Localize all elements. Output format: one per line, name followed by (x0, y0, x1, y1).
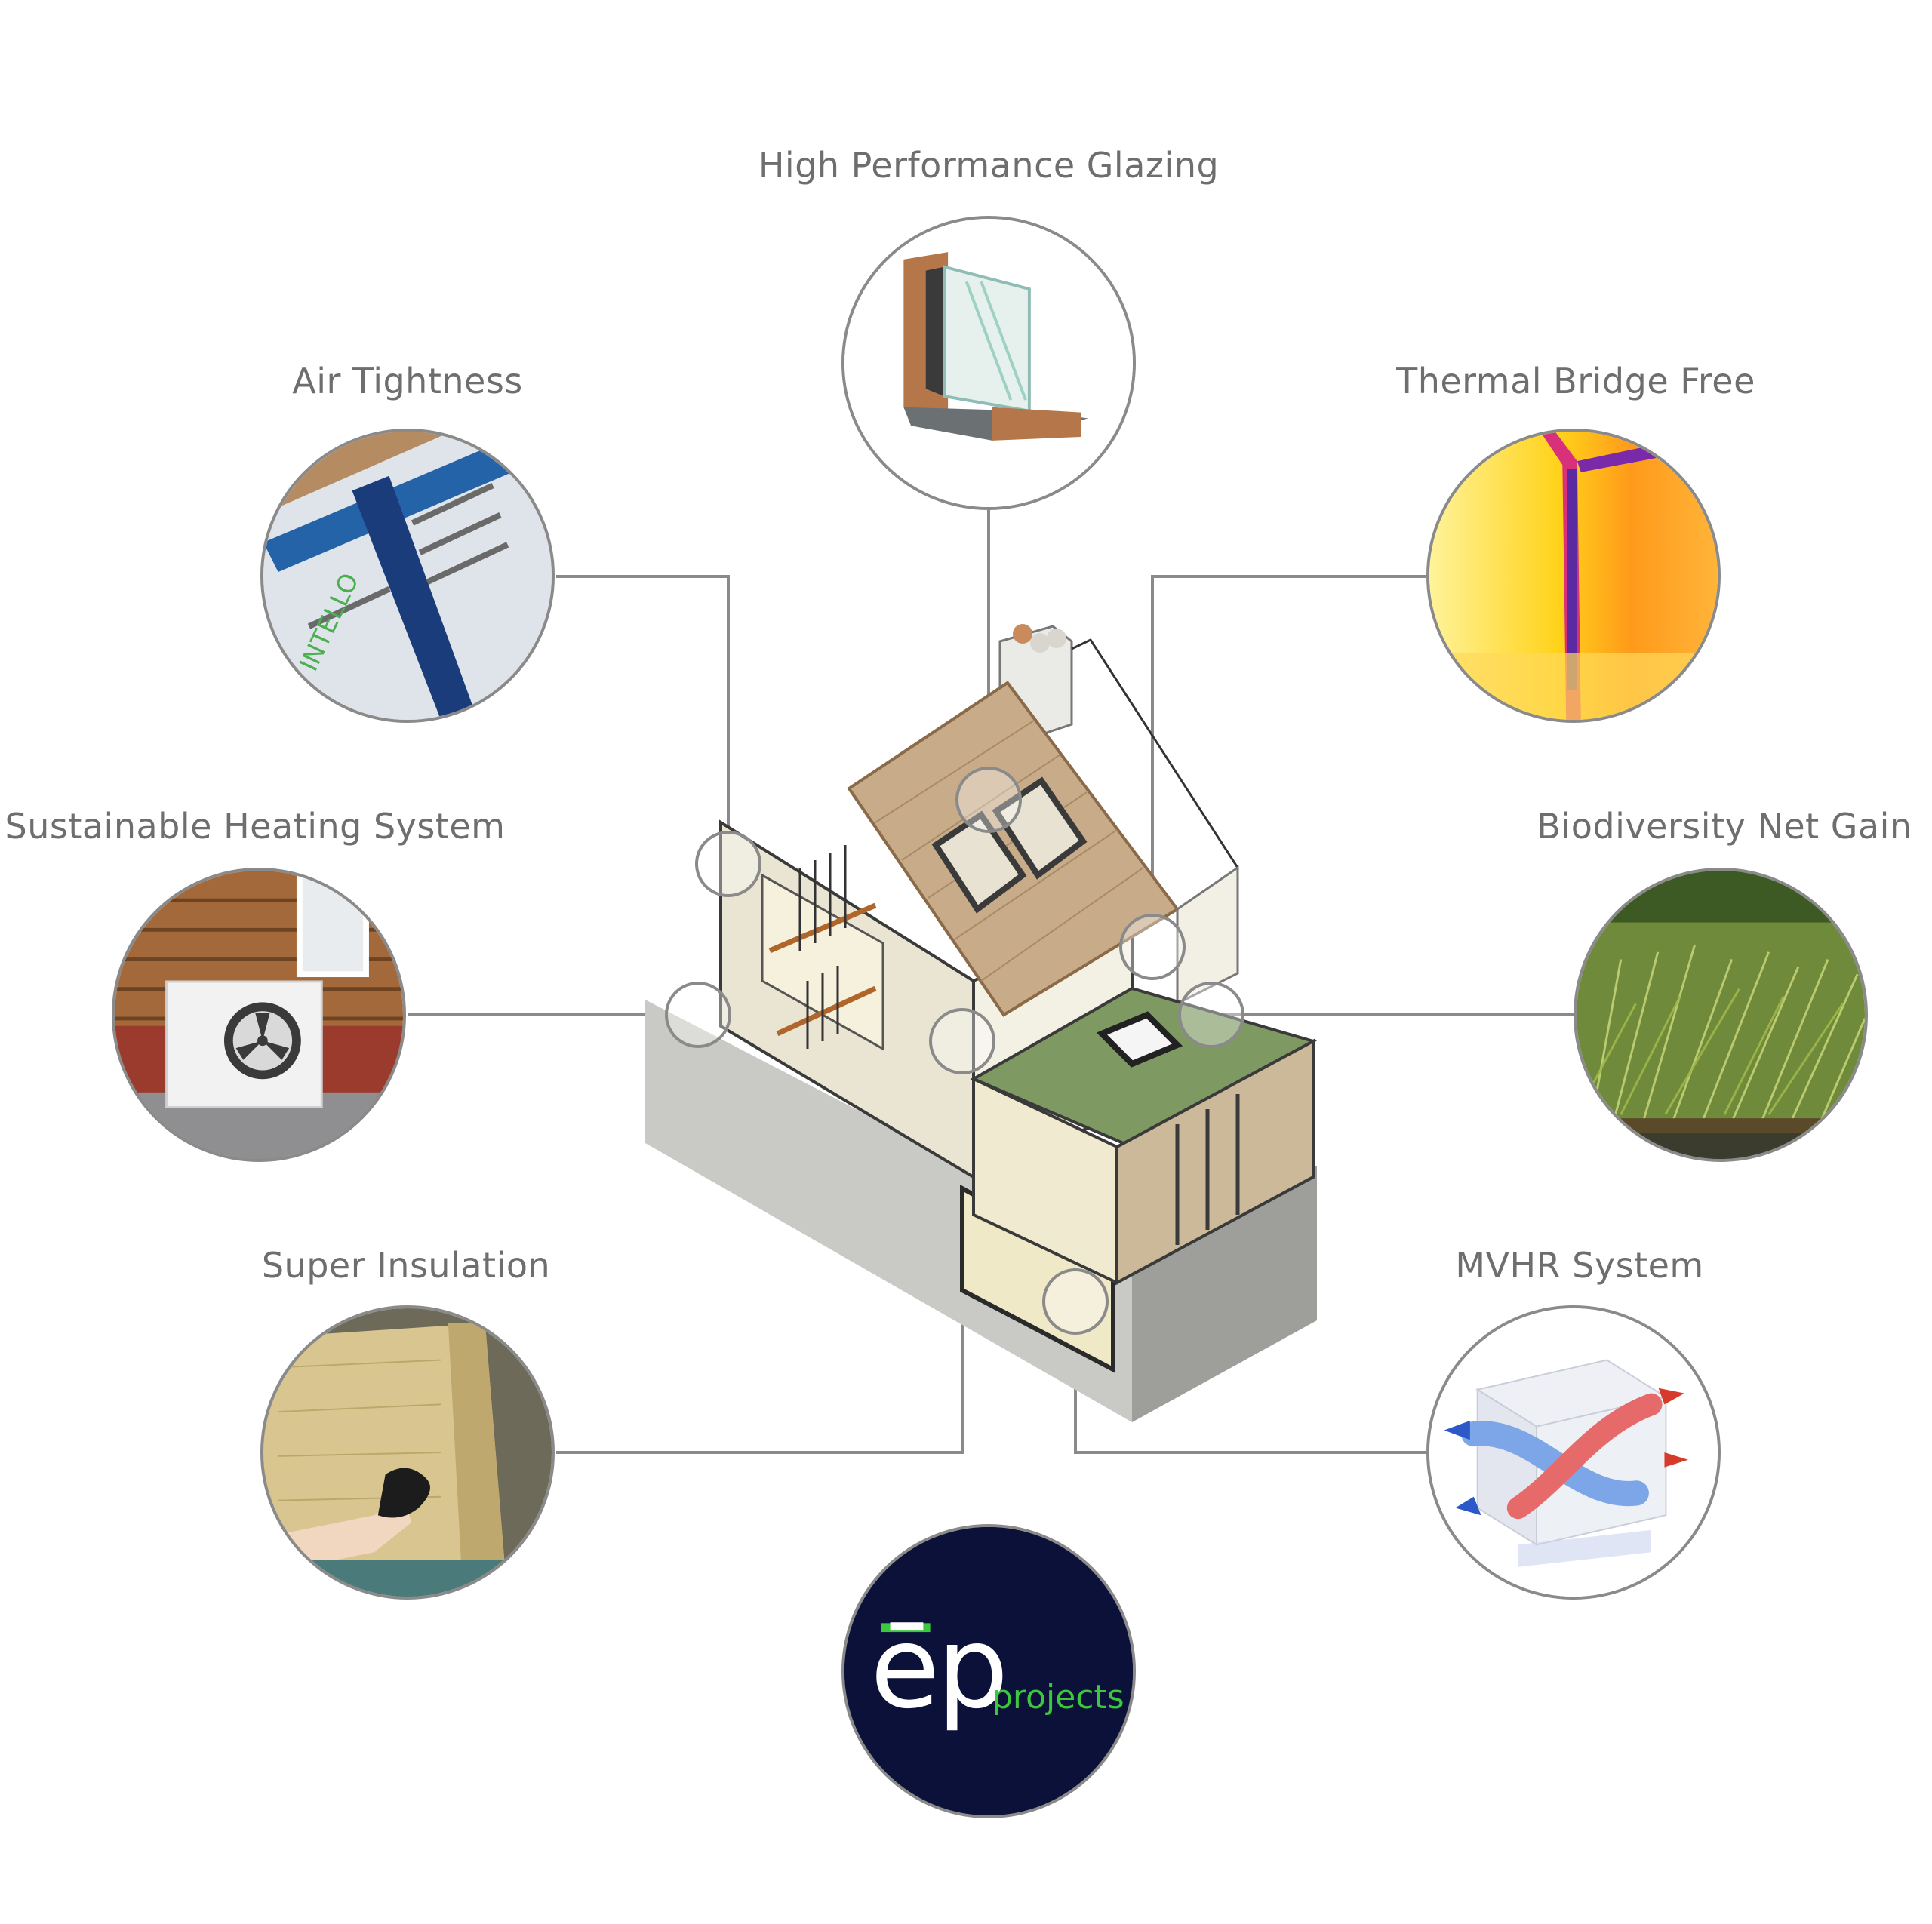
ep-projects-logo: ēp projects (841, 1524, 1136, 1818)
connector-air-tightness (556, 575, 730, 864)
green-roof-grass-icon (1574, 868, 1868, 1162)
connector-thermal (1151, 575, 1426, 890)
label-biodiversity-net-gain: Biodiversity Net Gain (1537, 806, 1912, 847)
label-super-insulation: Super Insulation (261, 1245, 551, 1286)
label-air-tightness: Air Tightness (292, 361, 523, 401)
mineral-wool-icon (260, 1305, 555, 1600)
window-frame-section-icon (841, 216, 1136, 510)
label-thermal-bridge-free: Thermal Bridge Free (1396, 361, 1755, 401)
label-sustainable-heating: Sustainable Heating System (5, 806, 506, 847)
thermal-image-icon (1426, 429, 1721, 723)
logo-mark: ēp (870, 1603, 1008, 1734)
logo-subtext: projects (992, 1678, 1124, 1717)
membrane-tape-icon: INTELLO (260, 429, 555, 723)
heat-exchanger-icon (1426, 1305, 1721, 1600)
heat-pump-icon (112, 868, 406, 1162)
label-high-performance-glazing: High Performance Glazing (758, 145, 1220, 186)
label-mvhr-system: MVHR System (1455, 1245, 1704, 1286)
